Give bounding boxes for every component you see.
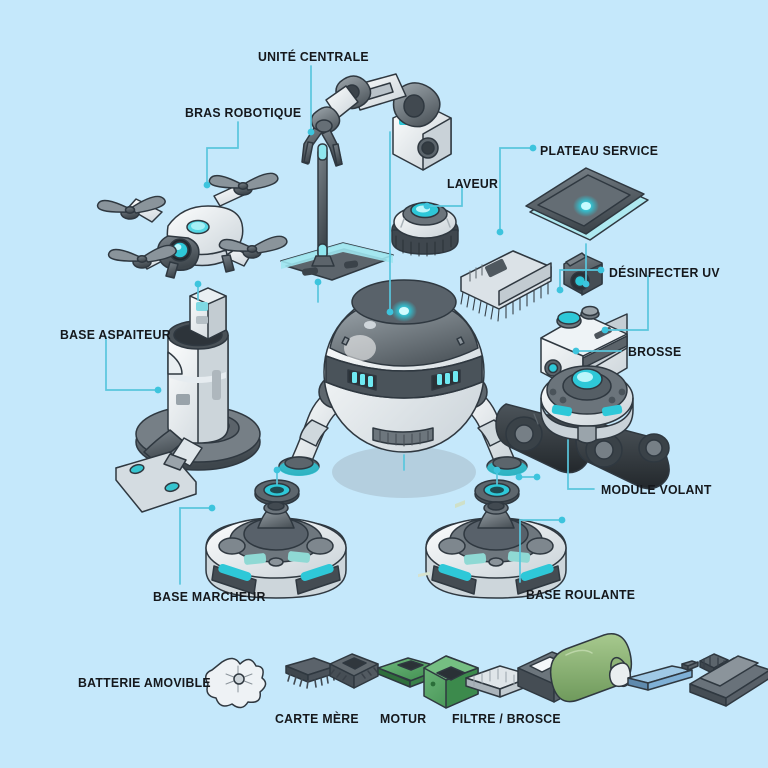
dip-connector-icon xyxy=(689,655,768,707)
robotic-arm-gripper xyxy=(301,73,452,171)
mop-pad-attachment xyxy=(280,143,394,281)
part-label-carte-mere: CARTE MÈRE xyxy=(275,711,359,726)
walking-base xyxy=(205,479,347,599)
pcb-motor-icon xyxy=(423,500,479,709)
vacuum-base-canister xyxy=(135,320,261,471)
screw-icon xyxy=(681,660,699,671)
callout-label-module-volant: MODULE VOLANT xyxy=(601,482,712,497)
callout-label-base-aspaiteur: BASE ASPAITEUR xyxy=(60,327,171,342)
callout-label-desinfecter-uv: DÉSINFECTER UV xyxy=(609,265,720,280)
callout-label-base-marcheur: BASE MARCHEUR xyxy=(153,589,266,604)
filter-cartridge xyxy=(189,287,227,340)
callout-label-unite-centrale: UNITÉ CENTRALE xyxy=(258,49,369,64)
fan-impeller-icon xyxy=(205,657,267,709)
central-robot-unit xyxy=(278,279,528,476)
part-label-batterie-amovible: BATTERIE AMOVIBLE xyxy=(78,675,211,690)
brush-tank-module xyxy=(540,305,628,395)
part-label-motur: MOTUR xyxy=(380,711,427,726)
chip-soic-icon xyxy=(285,657,337,689)
brush-bar-module xyxy=(460,250,552,322)
service-tray xyxy=(525,167,649,241)
uv-disinfect-module xyxy=(563,252,603,296)
callout-label-base-roulante: BASE ROULANTE xyxy=(526,587,636,602)
vacuum-nozzle xyxy=(115,451,197,513)
callout-label-brosse: BROSSE xyxy=(628,344,682,359)
callout-dots xyxy=(154,128,609,524)
rotary-washer-disc xyxy=(391,201,459,257)
callout-label-laveur: LAVEUR xyxy=(447,176,499,191)
tracked-drive-base xyxy=(495,365,670,490)
callout-leader-lines xyxy=(105,65,649,585)
callout-label-bras-robotique: BRAS ROBOTIQUE xyxy=(185,105,302,120)
part-label-filtre-brosce: FILTRE / BROSCE xyxy=(452,711,561,726)
callout-label-plateau-service: PLATEAU SERVICE xyxy=(540,143,659,158)
chip-qfp-icon xyxy=(329,653,379,689)
heatsink-bar-icon xyxy=(627,665,693,691)
rolling-base xyxy=(425,479,567,599)
quadcopter-drone xyxy=(96,172,288,279)
battery-cylinder-icon xyxy=(549,633,633,703)
